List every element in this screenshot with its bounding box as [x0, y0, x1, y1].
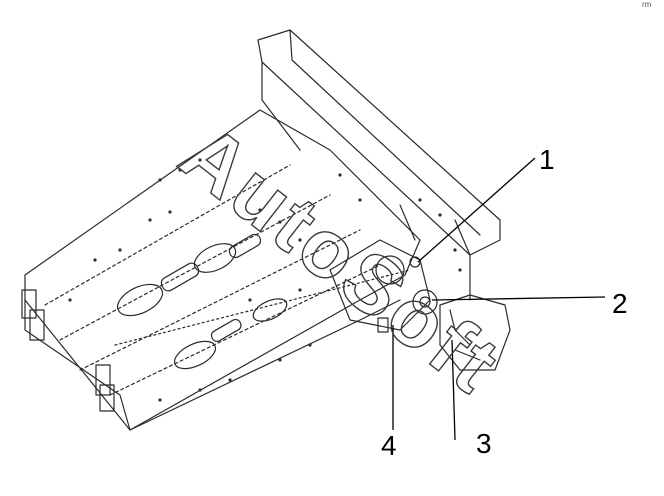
corner-mark: rm: [642, 0, 652, 9]
callout-1: 1: [539, 144, 555, 175]
callout-2: 2: [612, 288, 628, 319]
tray-cutouts: [116, 233, 288, 370]
vertical-back-plate: [257, 29, 501, 301]
leader-line-2: [431, 296, 606, 301]
front-clamps: [21, 289, 115, 412]
tray-platform: [24, 109, 421, 431]
callout-3: 3: [476, 428, 492, 459]
hinge-bracket-assembly: [329, 239, 511, 371]
rivet-dots: [68, 158, 462, 402]
leader-lines: [392, 157, 606, 441]
callout-4: 4: [381, 430, 397, 461]
leader-line-3: [451, 339, 456, 441]
leader-line-1: [417, 157, 536, 263]
